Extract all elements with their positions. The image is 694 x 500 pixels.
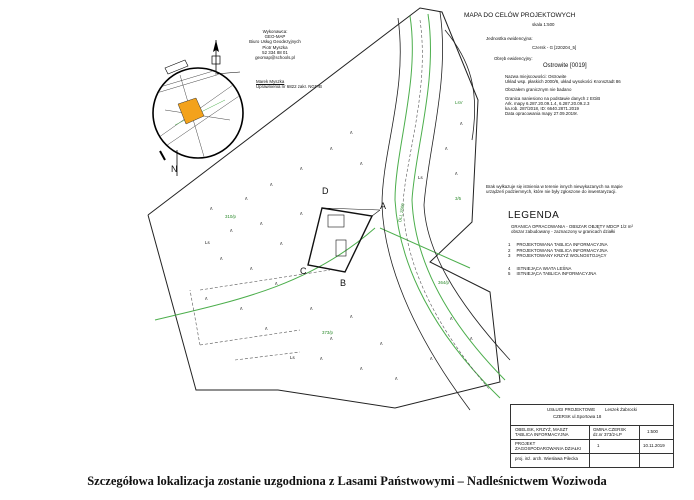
coords: Układ wsp. płaskich 2000/6, układ wysoko…: [505, 79, 621, 85]
kerg: ka.rob. 287/2018, ID: 6640.2871.2019: [505, 106, 579, 112]
tb-company: USŁUGI PROJEKTOWE: [547, 407, 596, 412]
map-title: MAPA DO CELÓW PROJEKTOWYCH: [464, 12, 576, 19]
contractor-phone: 52 334 88 01: [262, 49, 288, 55]
svg-text:ʌ: ʌ: [360, 161, 363, 167]
contractor-sub: Biuro Usług Geodezyjnych: [249, 39, 301, 45]
site-map: ʌ ʌ ʌ ʌ ʌ ʌ ʌ ʌ ʌ ʌ ʌ ʌ ʌ ʌ ʌ ʌ ʌ ʌ ʌ ʌ ʌ ʌ ʌ ʌ ʌ ʌ ʌ ʌ ʌ ʌ: [147, 7, 511, 411]
svg-text:ʌ: ʌ: [455, 171, 458, 177]
svg-text:ʌ: ʌ: [460, 121, 463, 127]
legend-item: obszar zabudowany - zaznaczony w granica…: [511, 229, 616, 235]
legend-title: LEGENDA: [508, 210, 560, 221]
svg-text:ʌ: ʌ: [430, 356, 433, 362]
parcel-label: LsV: [455, 100, 463, 105]
parcel-label: Ls: [290, 355, 295, 360]
point-label-a: A: [380, 201, 387, 211]
parcel-label: 3/5: [455, 196, 462, 201]
place: Nazwa miejscowości: Ostrowite: [505, 74, 567, 79]
location-overview: [152, 59, 244, 161]
surveyor-name: Marek Myszka: [256, 79, 285, 84]
contractor-block: Wykonawca: GEO-MAP Biuro Usług Geodezyjn…: [240, 29, 310, 60]
unit-value: Czersk - G [220204_5]: [532, 45, 577, 50]
date: Data opracowania mapy 27.09.2019r.: [505, 111, 578, 117]
parcel-label: Ls: [418, 175, 423, 180]
tb-location: GMINA CZERSK dz.nr 373/2-LP: [593, 427, 627, 438]
tb-person: Leszek Żabrocki: [605, 407, 637, 412]
svg-text:ʌ: ʌ: [330, 336, 333, 342]
svg-text:ʌ: ʌ: [210, 206, 213, 212]
surveyor-license: Uprawnienia nr 6822 zakr. NGP/B: [256, 84, 322, 90]
survey-boundary: [147, 7, 501, 409]
contractor-heading: Wykonawca:: [262, 29, 288, 34]
terrain-marks: ʌ ʌ ʌ ʌ ʌ ʌ ʌ ʌ ʌ ʌ ʌ ʌ ʌ ʌ ʌ ʌ ʌ ʌ ʌ ʌ ʌ ʌ ʌ ʌ ʌ ʌ ʌ ʌ ʌ ʌ: [205, 121, 473, 382]
parcel-label: 364/p: [438, 280, 449, 285]
parcel-label: 373/p: [322, 330, 333, 335]
svg-text:ʌ: ʌ: [395, 376, 398, 382]
legend-item: GRANICA OPRACOWANIA - OBSZAR OBJĘTY MDCP…: [511, 224, 633, 229]
map-caption: Szczegółowa lokalizacja zostanie uzgodni…: [87, 474, 607, 488]
svg-text:ʌ: ʌ: [350, 314, 353, 320]
svg-text:ʌ: ʌ: [470, 336, 473, 342]
north-arrow-icon: [176, 40, 221, 176]
svg-text:ʌ: ʌ: [445, 146, 448, 152]
svg-text:ʌ: ʌ: [230, 228, 233, 234]
svg-text:ʌ: ʌ: [300, 166, 303, 172]
disclaimer-line-1: Brak wyłkazuje się istnienia w terenie i…: [486, 184, 623, 189]
svg-text:ʌ: ʌ: [350, 130, 353, 136]
disclaimer-line-2: urządzeń podziemnych, które nie były zgł…: [486, 189, 617, 195]
title-block: USŁUGI PROJEKTOWE Leszek Żabrocki CZERSK…: [510, 404, 674, 468]
parcel-label: 310/p: [225, 214, 236, 219]
area-value: Ostrowite [0019]: [543, 63, 587, 69]
disclaimer: Brak wyłkazuje się istnienia w terenie i…: [486, 184, 623, 194]
svg-text:ʌ: ʌ: [260, 221, 263, 227]
svg-text:ʌ: ʌ: [270, 182, 273, 188]
point-label-c: C: [300, 266, 307, 276]
svg-text:ʌ: ʌ: [205, 296, 208, 302]
tb-drawing: PROJEKT ZAGOSPODAROWANIA DZIAŁKI: [515, 441, 582, 452]
contractor-email: geomap@schools.pl: [255, 55, 295, 61]
svg-text:ʌ: ʌ: [250, 266, 253, 272]
point-label-b: B: [340, 278, 347, 288]
map-scale: skala 1:500: [532, 22, 555, 27]
clarification: Obszałem granicznym nie badano: [505, 87, 572, 93]
svg-text:ʌ: ʌ: [300, 211, 303, 217]
tb-scale: 1:500: [647, 429, 658, 434]
svg-text:ʌ: ʌ: [265, 326, 268, 332]
unit-label: Jednostka ewidencyjna:: [486, 36, 533, 41]
svg-text:ʌ: ʌ: [320, 356, 323, 362]
parcel-label: Ls: [205, 240, 210, 245]
area-label: Obręb ewidencyjny:: [494, 56, 533, 61]
contractor-company: GEO-MAP: [264, 34, 286, 40]
svg-text:ʌ: ʌ: [360, 366, 363, 372]
site-plot: [307, 207, 381, 273]
parcel-note: Granica naniesiono na podstawie danych z…: [505, 95, 601, 101]
svg-text:ʌ: ʌ: [330, 146, 333, 152]
svg-text:ʌ: ʌ: [245, 196, 248, 202]
svg-text:ʌ: ʌ: [240, 306, 243, 312]
svg-text:ʌ: ʌ: [275, 281, 278, 287]
tb-object: OBELISK, KRZYŻ, MASZT TABLICA INFORMACYJ…: [515, 427, 569, 438]
tb-designer: proj. inż. arch. Wiesława Pilecka: [515, 456, 578, 461]
north-label: N: [171, 164, 178, 174]
svg-text:ʌ: ʌ: [310, 306, 313, 312]
road-edges: [154, 13, 506, 399]
tb-address: CZERSK ul.Sportowa 18: [553, 414, 602, 419]
svg-text:ʌ: ʌ: [380, 341, 383, 347]
surveyor-block: Marek Myszka Uprawnienia nr 6822 zakr. N…: [256, 79, 322, 89]
svg-text:ʌ: ʌ: [450, 316, 453, 322]
contractor-person: Piotr Myszka: [262, 44, 288, 50]
sheets: Ark. mapy 6.287.20.09.1.4, 6.287.20.09.2…: [505, 100, 590, 106]
tb-date: 10.11.2019: [643, 443, 665, 448]
point-label-d: D: [322, 186, 329, 196]
svg-text:ʌ: ʌ: [220, 256, 223, 262]
svg-text:ʌ: ʌ: [280, 241, 283, 247]
tb-sheet: 1: [597, 443, 600, 448]
legend: GRANICA OPRACOWANIA - OBSZAR OBJĘTY MDCP…: [508, 224, 678, 276]
title-details: Nazwa miejscowości: Ostrowite Układ wsp.…: [505, 74, 621, 116]
